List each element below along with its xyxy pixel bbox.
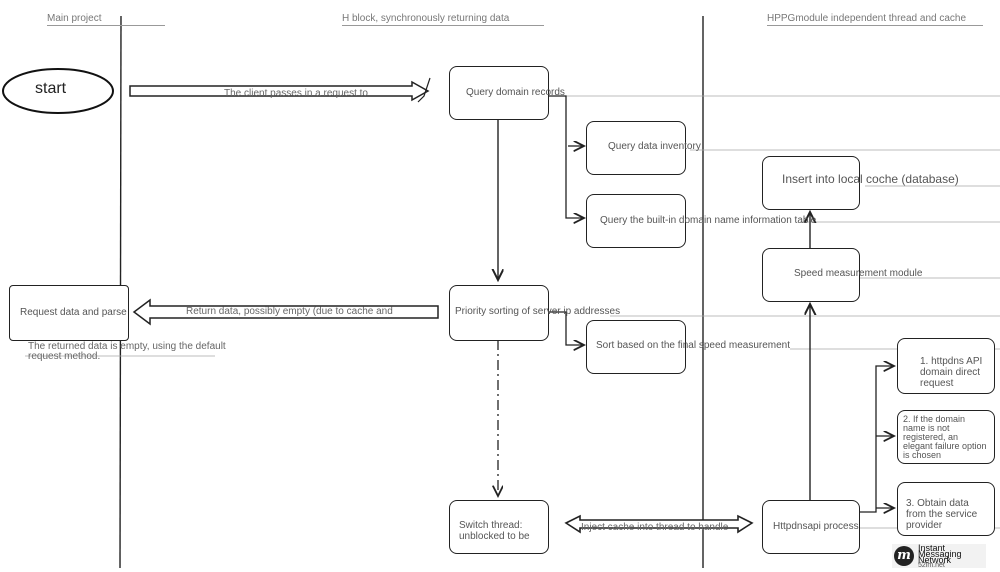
switch-thread-label: Switch thread: unblocked to be <box>459 520 530 542</box>
api-step-3-label: 3. Obtain data from the service provider <box>906 498 978 531</box>
query-domain-box[interactable] <box>449 66 549 120</box>
watermark-line-2: Messaging <box>918 549 962 559</box>
watermark-line-4: 52im.net <box>918 562 945 569</box>
sort-speed-box[interactable] <box>586 320 686 374</box>
query-inventory-box[interactable] <box>586 121 686 175</box>
edge-label-return-empty: The returned data is empty, using the de… <box>28 341 226 362</box>
query-builtin-box[interactable] <box>586 194 686 248</box>
speed-module-box[interactable] <box>762 248 860 302</box>
lane-title-h-block: H block, synchronously returning data <box>342 13 544 26</box>
httpdns-process-box[interactable] <box>762 500 860 554</box>
speed-module-label: Speed measurement module <box>794 268 923 279</box>
switch-thread-box[interactable] <box>449 500 549 554</box>
edge-label-return-data: Return data, possibly empty (due to cach… <box>186 306 393 317</box>
api-step-2-box[interactable] <box>897 410 995 464</box>
api-step-1-label: 1. httpdns API domain direct request <box>920 356 983 389</box>
client-request-arrow <box>129 80 430 102</box>
start-node-shape <box>2 68 114 114</box>
inject-cache-arrow <box>564 514 754 534</box>
watermark-line-3: Network <box>918 555 952 565</box>
insert-cache-box[interactable] <box>762 156 860 210</box>
api-step-3-box[interactable] <box>897 482 995 536</box>
api-step-1-box[interactable] <box>897 338 995 394</box>
insert-cache-label: Insert into local coche (database) <box>782 172 959 186</box>
edge-label-client-request: The client passes in a request to <box>224 88 368 99</box>
lane-title-main: Main project <box>47 13 165 26</box>
request-data-box[interactable] <box>9 285 129 341</box>
lane-title-httpdns: HPPGmodule independent thread and cache <box>767 13 983 26</box>
edge-label-inject-cache: Inject cache into thread to handle <box>581 522 729 533</box>
priority-sort-label: Priority sorting of server ip addresses <box>455 306 621 317</box>
watermark-line-1: Instant <box>918 543 946 553</box>
query-builtin-label: Query the built-in domain name informati… <box>600 215 817 226</box>
watermark-badge: m Instant Messaging Network 52im.net <box>892 543 986 569</box>
sort-speed-label: Sort based on the final speed measuremen… <box>596 340 791 351</box>
priority-sort-box[interactable] <box>449 285 549 341</box>
query-domain-label: Query domain records <box>466 87 565 98</box>
watermark-logo-icon: m <box>894 546 914 566</box>
request-data-label: Request data and parse <box>20 307 127 318</box>
api-step-2-label: 2. If the domain name is not registered,… <box>903 414 987 460</box>
start-node-label: start <box>35 80 67 97</box>
httpdns-process-label: Httpdnsapi process <box>773 521 859 532</box>
return-data-arrow <box>132 298 439 326</box>
query-inventory-label: Query data inventory <box>608 141 701 152</box>
